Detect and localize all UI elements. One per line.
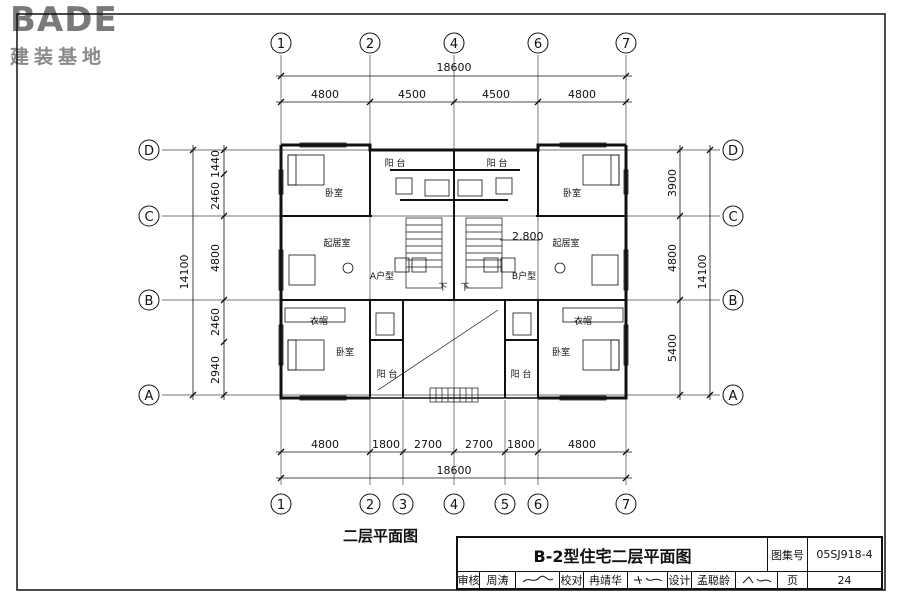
- dim-bottom-seg-1: 4800: [311, 438, 339, 451]
- reviewer-signature: [516, 572, 560, 588]
- label-unit-b: B户型: [512, 270, 536, 282]
- page-value: 24: [837, 573, 852, 587]
- axis-bottom-5: 5: [501, 498, 509, 513]
- axis-right-d: D: [728, 144, 738, 159]
- axis-left-b: B: [145, 294, 154, 309]
- dim-bottom-seg-5: 1800: [507, 438, 535, 451]
- room-living-a: 起居室: [323, 237, 350, 249]
- room-bedroom-a-north: 卧室: [325, 187, 343, 199]
- dim-right-seg-3: 5400: [666, 334, 679, 362]
- room-balcony-b: 阳 台: [487, 157, 508, 169]
- review-label: 审核: [458, 572, 480, 588]
- axis-top-7: 7: [622, 37, 630, 52]
- axis-right-b: B: [729, 294, 738, 309]
- page-label: 页: [778, 572, 808, 588]
- dim-top-total: 18600: [437, 61, 472, 74]
- dim-bottom-seg-3: 2700: [414, 438, 442, 451]
- dim-left-seg-5: 2940: [209, 356, 222, 384]
- label-unit-a: A户型: [370, 270, 394, 282]
- axis-top-2: 2: [366, 37, 374, 52]
- axis-bottom-2: 2: [366, 498, 374, 513]
- atlas-label: 图集号: [768, 538, 808, 572]
- dim-bottom-seg-2: 1800: [372, 438, 400, 451]
- axis-left-c: C: [144, 210, 153, 225]
- room-bedroom-a-south: 卧室: [336, 346, 354, 358]
- checker: 冉靖华: [584, 572, 628, 588]
- room-balcony-a: 阳 台: [385, 157, 406, 169]
- elevation-mark: 2.800: [512, 230, 544, 243]
- room-living-b: 起居室: [552, 237, 579, 249]
- bade-logo: BADE 建装基地: [8, 2, 148, 68]
- reviewer-signature-mark: [522, 575, 553, 583]
- axis-left-a: A: [145, 389, 154, 404]
- plan-title: 二层平面图: [343, 527, 419, 545]
- axis-bottom-6: 6: [534, 498, 542, 513]
- dim-top-seg-1: 4800: [311, 88, 339, 101]
- dim-bottom-seg-6: 4800: [568, 438, 596, 451]
- dim-right-total: 14100: [696, 255, 709, 290]
- dim-right-seg-1: 3900: [666, 169, 679, 197]
- logo-brand-cn: 建装基地: [10, 46, 107, 68]
- room-closet-a: 衣帽: [310, 315, 328, 327]
- room-bedroom-b-south: 卧室: [552, 346, 570, 358]
- stair-down-b: 下: [460, 283, 469, 293]
- axis-bottom-4: 4: [450, 498, 458, 513]
- dim-bottom-seg-4: 2700: [465, 438, 493, 451]
- dim-bottom-total: 18600: [437, 464, 472, 477]
- dim-left-seg-3: 4800: [209, 244, 222, 272]
- dim-top-seg-2: 4500: [398, 88, 426, 101]
- drawing-title: B-2型住宅二层平面图: [458, 538, 768, 572]
- logo-brand: BADE: [10, 0, 118, 40]
- dim-left-seg-2: 2460: [209, 182, 222, 210]
- axis-bottom-7: 7: [622, 498, 630, 513]
- furniture: [284, 154, 624, 371]
- atlas-value: 05SJ918-4: [808, 538, 881, 572]
- axis-right-c: C: [728, 210, 737, 225]
- axis-right-a: A: [729, 389, 738, 404]
- designer-signature: [736, 572, 778, 588]
- check-label: 校对: [560, 572, 584, 588]
- title-block: B-2型住宅二层平面图 图集号 05SJ918-4 审核 周涛 校对 冉靖华 设…: [456, 536, 883, 590]
- design-label: 设计: [668, 572, 692, 588]
- checker-signature-mark: [633, 575, 662, 585]
- designer: 孟聪龄: [692, 572, 736, 588]
- axis-bottom-3: 3: [399, 498, 407, 513]
- reviewer: 周涛: [480, 572, 516, 588]
- axis-top-1: 1: [277, 37, 285, 52]
- dim-left-total: 14100: [178, 255, 191, 290]
- axis-top-6: 6: [534, 37, 542, 52]
- dim-top-seg-3: 4500: [482, 88, 510, 101]
- axis-bottom-1: 1: [277, 498, 285, 513]
- dim-left-seg-1: 1440: [209, 150, 222, 178]
- dim-top-seg-4: 4800: [568, 88, 596, 101]
- designer-signature-mark: [742, 576, 771, 584]
- stair-down-a: 下: [438, 283, 447, 293]
- axis-left-d: D: [144, 144, 154, 159]
- checker-signature: [628, 572, 668, 588]
- dim-left-seg-4: 2460: [209, 308, 222, 336]
- axis-top-4: 4: [450, 37, 458, 52]
- room-closet-b: 衣帽: [574, 315, 592, 327]
- room-balcony-b-south: 阳 台: [511, 368, 532, 380]
- room-balcony-a-south: 阳 台: [377, 368, 398, 380]
- drawing-frame: [16, 13, 886, 591]
- room-bedroom-b-north: 卧室: [563, 187, 581, 199]
- dim-right-seg-2: 4800: [666, 244, 679, 272]
